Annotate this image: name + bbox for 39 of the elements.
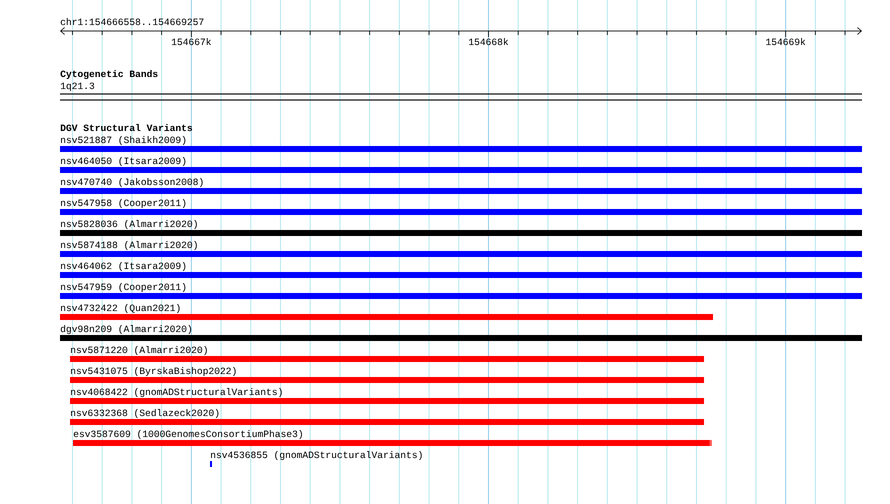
variant-feature: nsv4068422 (gnomADStructuralVariants) (70, 388, 704, 404)
variant-feature: nsv5828036 (Almarri2020) (60, 220, 862, 236)
variant-feature: nsv521887 (Shaikh2009) (60, 136, 862, 152)
track-heading: DGV Structural Variants (60, 124, 192, 132)
variant-feature: nsv547959 (Cooper2011) (60, 283, 862, 299)
variant-feature: dgv98n209 (Almarri2020) (60, 325, 862, 341)
node-label: nsv470740 (Jakobsson2008) (61, 178, 203, 187)
node-label: nsv464050 (Itsara2009) (61, 157, 186, 166)
location-label: chr1:154666558..154669257 (60, 18, 204, 26)
tick-label: 154667k (172, 38, 211, 46)
node-label: nsv6332368 (Sedlazeck2020) (71, 409, 218, 418)
variant-feature: nsv6332368 (Sedlazeck2020) (70, 409, 704, 425)
node-label: nsv5871220 (Almarri2020) (71, 346, 207, 355)
variant-feature: nsv4536855 (gnomADStructuralVariants) (210, 451, 422, 467)
tick-label: 154668k (469, 38, 508, 46)
node-label: nsv4536855 (gnomADStructuralVariants) (211, 451, 422, 460)
node-label: dgv98n209 (Almarri2020) (60, 325, 192, 334)
node-label: nsv521887 (Shaikh2009) (61, 136, 186, 145)
node-label: nsv5431075 (ByrskaBishop2022) (71, 367, 236, 376)
node-label: esv3587609 (1000GenomesConsortiumPhase3) (74, 430, 302, 439)
variant-feature: nsv5874188 (Almarri2020) (60, 241, 862, 257)
variant-feature: esv3587609 (1000GenomesConsortiumPhase3) (73, 430, 712, 446)
variant-feature: nsv5871220 (Almarri2020) (70, 346, 704, 362)
variant-feature: nsv5431075 (ByrskaBishop2022) (70, 367, 704, 383)
node-label: nsv4068422 (gnomADStructuralVariants) (71, 388, 282, 397)
node-label: nsv547959 (Cooper2011) (61, 283, 186, 292)
tick-label: 154669k (766, 38, 806, 46)
node-label: nsv4732422 (Quan2021) (61, 304, 180, 313)
node-label: nsv464062 (Itsara2009) (61, 262, 186, 271)
variant-feature: nsv547958 (Cooper2011) (60, 199, 862, 215)
variant-feature: nsv464062 (Itsara2009) (60, 262, 862, 278)
variant-feature: nsv470740 (Jakobsson2008) (60, 178, 862, 194)
track-heading: Cytogenetic Bands (60, 70, 158, 80)
node-label: nsv5828036 (Almarri2020) (61, 220, 197, 229)
node-label: nsv5874188 (Almarri2020) (61, 241, 197, 250)
node-label: nsv547958 (Cooper2011) (61, 199, 186, 208)
variant-feature: nsv464050 (Itsara2009) (60, 157, 862, 173)
band-label: 1q21.3 (60, 82, 94, 91)
variant-feature: nsv4732422 (Quan2021) (60, 304, 713, 320)
